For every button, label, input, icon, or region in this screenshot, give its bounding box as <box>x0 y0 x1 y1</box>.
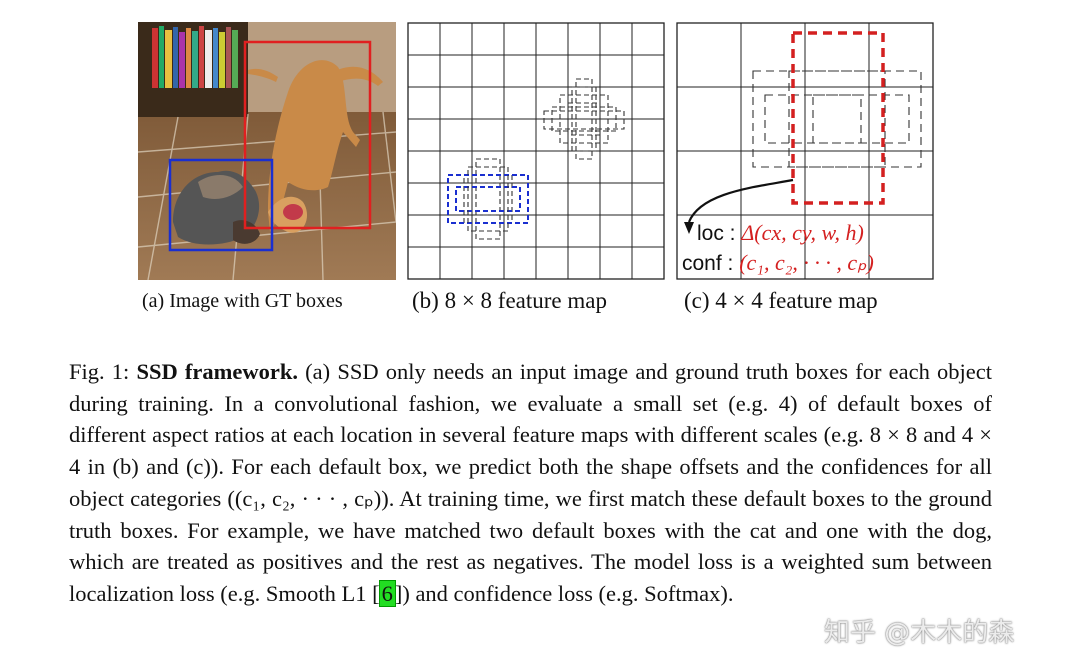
loc-label-row: loc : Δ(cx, cy, w, h) <box>697 220 864 246</box>
gt-box-cat <box>168 158 274 252</box>
caption-prefix: Fig. 1: <box>69 359 137 384</box>
loc-label: loc : <box>697 222 736 245</box>
conf-label-row: conf : (c₁, c₂, · · · , cₚ) <box>682 250 874 276</box>
caption-title: SSD framework. <box>136 359 299 384</box>
dog <box>248 60 383 233</box>
default-boxes-4x4 <box>752 70 922 168</box>
default-boxes-cat <box>447 158 529 240</box>
caption-body-end: ]) and confidence loss (e.g. Softmax). <box>394 580 734 606</box>
gt-image <box>138 22 396 280</box>
caption-c: (c) 4 × 4 feature map <box>684 288 878 313</box>
conf-label: conf : <box>682 252 734 275</box>
loc-value: Δ(cx, cy, w, h) <box>741 220 864 245</box>
watermark: 知乎 @木木的森 <box>824 618 1015 648</box>
matched-default-box-dog <box>791 31 885 205</box>
feature-map-8x8 <box>407 22 665 280</box>
default-boxes-upper <box>543 78 625 160</box>
figure-caption: Fig. 1: SSD framework. (a) SSD only need… <box>69 356 992 610</box>
conf-value: (c₁, c₂, · · · , cₚ) <box>739 250 874 275</box>
citation-link[interactable]: 6 <box>378 579 396 607</box>
feature-map-4x4 <box>676 22 934 280</box>
caption-body: (a) SSD only needs an input image and gr… <box>69 359 992 606</box>
cat <box>173 170 260 245</box>
gt-box-dog <box>243 40 372 230</box>
caption-b: (b) 8 × 8 feature map <box>412 288 607 313</box>
caption-a: (a) Image with GT boxes <box>142 290 343 312</box>
bookshelf <box>152 26 238 88</box>
prediction-arrow <box>687 178 794 223</box>
